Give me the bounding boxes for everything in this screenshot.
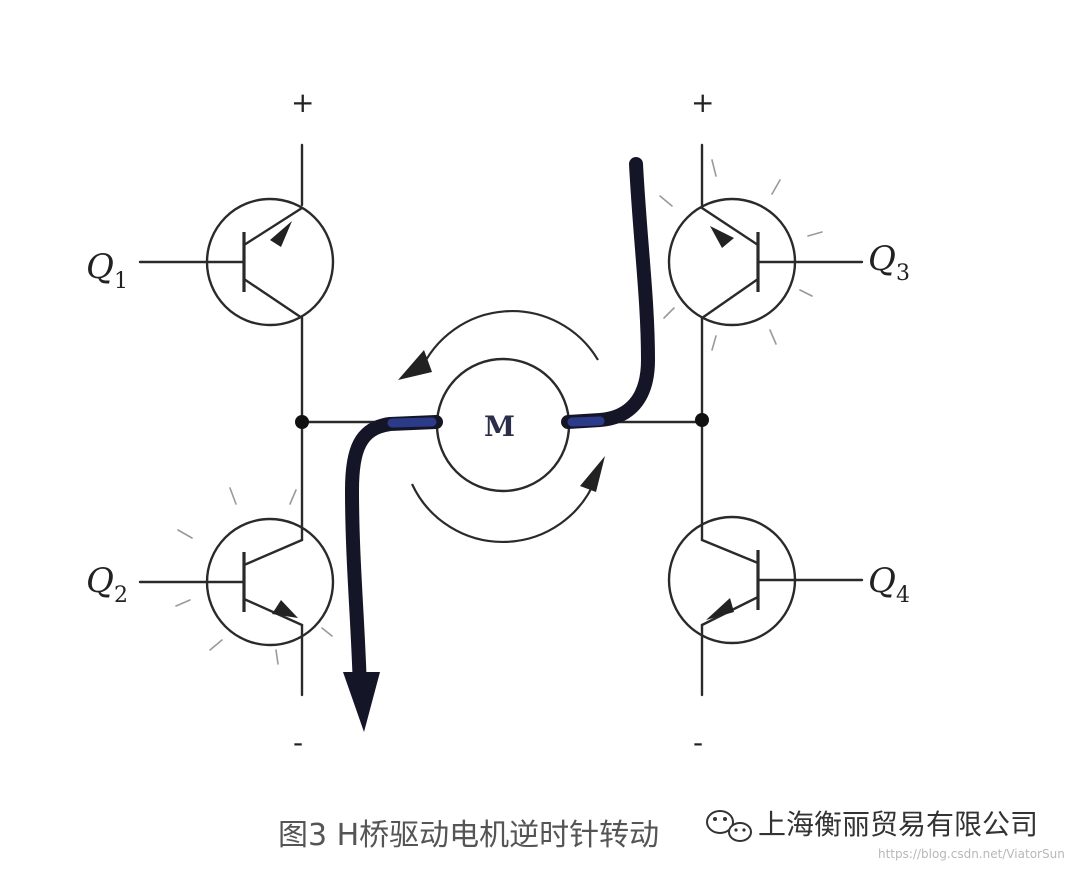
q3-letter: Q xyxy=(868,239,896,279)
right-junction-dot xyxy=(695,413,709,427)
q3-glow-rays xyxy=(659,159,823,351)
company-stamp: 上海衡丽贸易有限公司 xyxy=(706,808,1038,842)
q2-emitter-arrow xyxy=(272,600,298,618)
motor-label: M xyxy=(484,410,515,443)
q4-label: Q 4 xyxy=(868,561,910,608)
q4-emitter-arrow xyxy=(706,598,734,620)
right-plus-label: + xyxy=(691,86,714,119)
q3-emitter-arrow xyxy=(710,226,734,248)
q1-label: Q 1 xyxy=(86,247,128,294)
rotation-arrow-head-upper xyxy=(398,350,432,380)
q1-subscript: 1 xyxy=(114,269,128,294)
company-name: 上海衡丽贸易有限公司 xyxy=(758,808,1038,841)
left-minus-label: - xyxy=(293,726,303,759)
motor: M xyxy=(435,357,571,493)
left-plus-label: + xyxy=(291,86,314,119)
transistor-q3 xyxy=(667,197,864,327)
wechat-icon xyxy=(706,810,752,842)
q4-subscript: 4 xyxy=(896,583,910,608)
q2-glow-rays xyxy=(175,487,333,665)
q3-label: Q 3 xyxy=(868,239,910,286)
q2-subscript: 2 xyxy=(114,583,128,608)
q3-subscript: 3 xyxy=(896,261,910,286)
rotation-arrows xyxy=(398,310,605,544)
right-minus-label: - xyxy=(693,726,703,759)
current-flow-path xyxy=(343,157,655,732)
transistor-q4 xyxy=(667,515,864,645)
q2-letter: Q xyxy=(86,561,114,601)
q2-label: Q 2 xyxy=(86,561,128,608)
rotation-arrow-head-lower xyxy=(580,456,605,492)
left-junction-dot xyxy=(295,415,309,429)
transistor-q1 xyxy=(138,197,335,327)
source-watermark: https://blog.csdn.net/ViatorSun xyxy=(878,847,1065,861)
figure-caption: 图3 H桥驱动电机逆时针转动 xyxy=(278,818,659,853)
q1-letter: Q xyxy=(86,247,114,287)
transistor-q2 xyxy=(138,517,335,647)
q4-letter: Q xyxy=(868,561,896,601)
q1-emitter-arrow xyxy=(270,221,292,247)
current-arrow-head xyxy=(343,672,380,732)
